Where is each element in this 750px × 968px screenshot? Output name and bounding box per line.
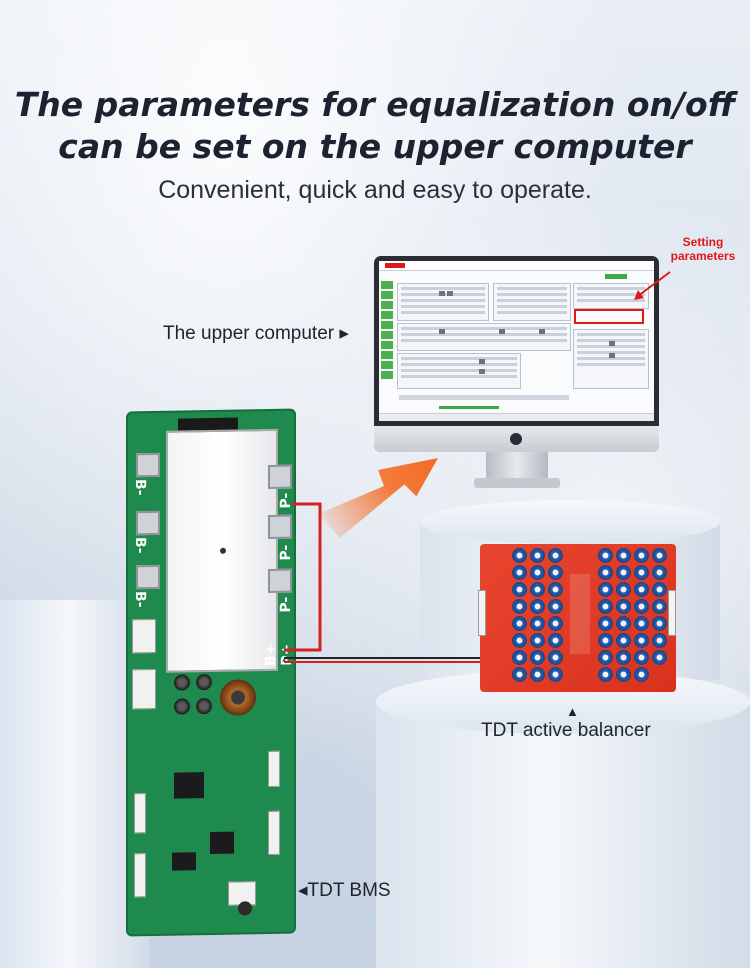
balancer-capacitor — [598, 650, 613, 665]
subheadline: Convenient, quick and easy to operate. — [158, 176, 592, 204]
balancer-capacitor — [634, 633, 649, 648]
balancer-capacitor — [598, 548, 613, 563]
balancer-capacitor — [652, 650, 667, 665]
heatsink-plate — [166, 428, 278, 673]
balancer-capacitor — [512, 650, 527, 665]
software-status-indicator — [605, 274, 627, 279]
bms-board: B- B- B- P- P- P- B+ P+ — [126, 408, 296, 937]
balancer-capacitor — [512, 667, 527, 682]
inductor-coil — [220, 679, 256, 716]
balancer-capacitor — [634, 667, 649, 682]
balancer-capacitor — [512, 565, 527, 580]
software-sidebar — [381, 281, 393, 401]
balancer-capacitor — [548, 548, 563, 563]
active-balancer-label: TDT active balancer — [481, 720, 651, 741]
balancer-capacitor — [652, 633, 667, 648]
balancer-capacitor — [634, 582, 649, 597]
balancer-capacitor — [634, 548, 649, 563]
balancer-capacitor — [548, 582, 563, 597]
connection-wires — [284, 502, 485, 663]
balancer-capacitor — [652, 582, 667, 597]
balancer-capacitor — [616, 582, 631, 597]
balancer-capacitor — [634, 650, 649, 665]
balancer-capacitor — [634, 565, 649, 580]
balancer-capacitor — [598, 599, 613, 614]
b-minus-label-3: B- — [132, 590, 149, 608]
software-button-row — [399, 395, 569, 400]
software-screen — [379, 261, 654, 421]
headline: The parameters for equalization on/off c… — [0, 84, 750, 168]
balancer-capacitor — [652, 548, 667, 563]
balancer-capacitor — [548, 616, 563, 631]
balancer-capacitor — [512, 599, 527, 614]
software-progress — [439, 406, 499, 409]
software-panel-4 — [397, 323, 571, 351]
balancer-capacitor — [634, 616, 649, 631]
balancer-capacitor — [616, 616, 631, 631]
setting-pointer-arrow-icon — [634, 271, 671, 300]
headline-line-2: can be set on the upper computer — [58, 127, 692, 166]
balancer-capacitor — [598, 565, 613, 580]
monitor-stand — [486, 452, 548, 480]
software-panel-2 — [493, 283, 571, 321]
balancer-capacitor — [616, 599, 631, 614]
balancer-capacitor — [598, 633, 613, 648]
software-logo — [385, 263, 405, 268]
balancer-capacitor — [598, 616, 613, 631]
balancer-capacitor — [598, 582, 613, 597]
headline-line-1: The parameters for equalization on/off — [14, 85, 736, 124]
b-minus-label-2: B- — [132, 536, 149, 554]
balancer-capacitor — [548, 667, 563, 682]
balancer-capacitor — [652, 616, 667, 631]
balancer-capacitor — [652, 599, 667, 614]
b-minus-label-1: B- — [132, 478, 149, 496]
balancer-capacitor — [598, 667, 613, 682]
balancer-capacitor — [548, 599, 563, 614]
balancer-capacitor — [652, 565, 667, 580]
balancer-capacitor — [512, 633, 527, 648]
balancer-capacitor — [512, 548, 527, 563]
balancer-capacitor — [634, 599, 649, 614]
balancer-capacitor — [616, 633, 631, 648]
balancer-capacitor — [512, 582, 527, 597]
balancer-capacitor — [530, 616, 545, 631]
balancer-capacitor — [530, 548, 545, 563]
balancer-capacitor — [530, 633, 545, 648]
balancer-capacitor — [530, 667, 545, 682]
balancer-capacitor — [512, 616, 527, 631]
balancer-capacitor — [530, 565, 545, 580]
upper-computer-label: The upper computer ▸ — [163, 323, 349, 344]
software-panel-6 — [573, 329, 649, 389]
active-balancer-pointer-icon: ▲ — [566, 704, 579, 719]
bms-label: ◂TDT BMS — [298, 880, 391, 901]
balancer-capacitor — [530, 582, 545, 597]
balancer-capacitor — [616, 548, 631, 563]
software-titlebar — [379, 261, 654, 271]
balancer-capacitor — [530, 599, 545, 614]
software-statusbar — [379, 413, 654, 421]
monitor-stand-foot — [474, 478, 560, 488]
monitor-chin — [374, 426, 659, 452]
balancer-capacitor — [548, 650, 563, 665]
setting-parameters-highlight — [574, 309, 644, 324]
balancer-capacitor — [548, 633, 563, 648]
balancer-capacitor — [616, 650, 631, 665]
balancer-capacitor — [548, 565, 563, 580]
balancer-capacitor — [530, 650, 545, 665]
balancer-capacitor — [616, 565, 631, 580]
monitor — [374, 256, 659, 452]
balancer-capacitor — [616, 667, 631, 682]
software-panel-1 — [397, 283, 489, 321]
setting-parameters-label: Setting parameters — [670, 235, 736, 263]
software-panel-5 — [397, 353, 521, 389]
apple-logo-icon — [510, 433, 522, 445]
